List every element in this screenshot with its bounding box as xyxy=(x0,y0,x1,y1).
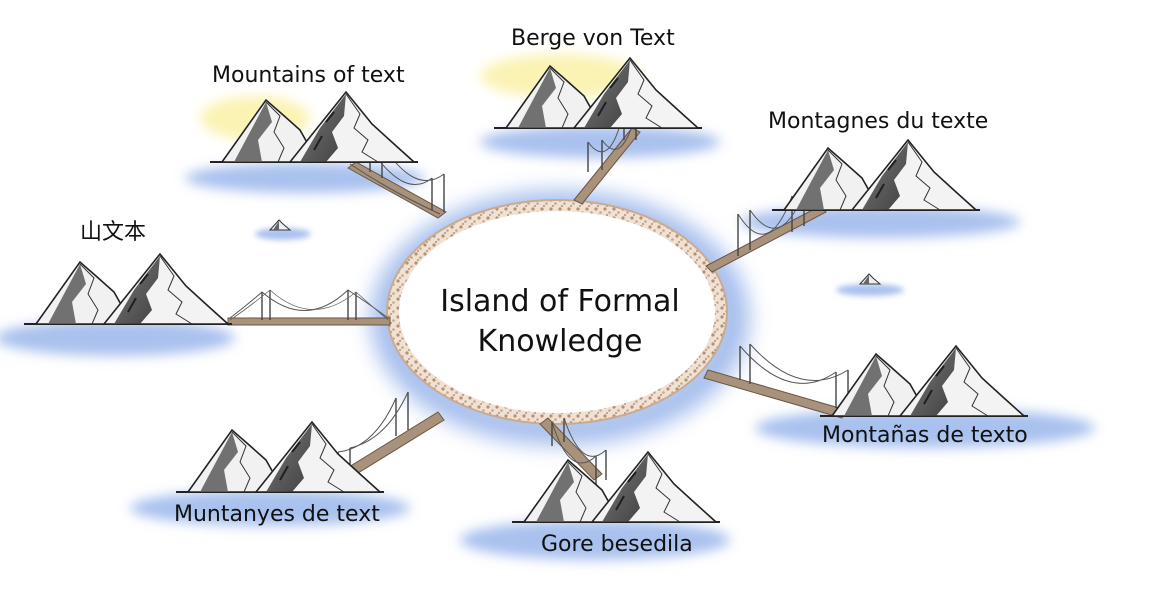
bridge-french xyxy=(705,191,827,273)
mountain-island-chinese xyxy=(22,252,234,326)
bridge-slovene xyxy=(539,417,607,486)
island-label-chinese: 山文本 xyxy=(80,220,147,245)
central-island xyxy=(386,199,728,425)
island-label-spanish: Montañas de texto xyxy=(822,423,1028,448)
central-island-title-line1: Island of Formal xyxy=(440,284,680,319)
mountain-island-spanish xyxy=(818,344,1030,418)
island-label-french: Montagnes du texte xyxy=(768,109,989,134)
mountain-island-french xyxy=(770,138,982,212)
central-island-title-line2: Knowledge xyxy=(477,324,643,359)
small-islet-west xyxy=(269,219,291,231)
island-label-english: Mountains of text xyxy=(212,63,405,88)
mountain-island-catalan xyxy=(174,420,386,494)
bridge-spanish xyxy=(703,343,849,419)
island-label-slovene: Gore besedila xyxy=(541,532,693,557)
small-islet-east xyxy=(859,273,881,285)
island-label-german: Berge von Text xyxy=(511,26,675,51)
mountain-island-slovene xyxy=(510,450,722,524)
bridge-chinese xyxy=(227,289,391,326)
island-label-catalan: Muntanyes de text xyxy=(174,502,380,527)
central-island-title: Island of Formal Knowledge xyxy=(400,282,720,362)
